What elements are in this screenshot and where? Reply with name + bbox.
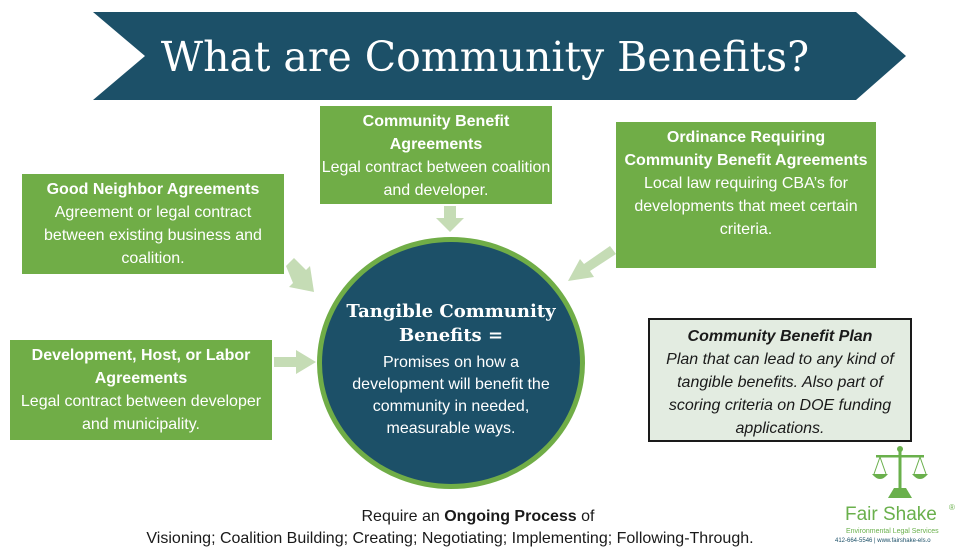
circle-title: Tangible Community Benefits = bbox=[346, 301, 556, 346]
logo-subtitle: Environmental Legal Services bbox=[846, 528, 939, 535]
box-development-agreements: Development, Host, or Labor Agreements L… bbox=[10, 340, 272, 440]
box-heading: Good Neighbor Agreements bbox=[46, 181, 260, 198]
scales-of-justice-icon bbox=[872, 446, 928, 498]
logo-name: Fair Shake bbox=[845, 504, 937, 525]
footer-suffix: of bbox=[576, 508, 595, 525]
page-title: What are Community Benefits? bbox=[160, 33, 810, 81]
box-body: Agreement or legal contract between exis… bbox=[44, 204, 262, 267]
box-heading: Community Benefit Agreements bbox=[362, 113, 510, 153]
box-body: Legal contract between developer and mun… bbox=[20, 393, 262, 433]
box-community-benefit-agreements: Community Benefit Agreements Legal contr… bbox=[320, 106, 552, 204]
title-banner bbox=[93, 12, 906, 100]
footer-line-1: Require an Ongoing Process of bbox=[0, 508, 956, 526]
box-heading: Ordinance Requiring Community Benefit Ag… bbox=[624, 129, 868, 169]
logo-registered-mark: ® bbox=[949, 503, 955, 512]
plan-body: Plan that can lead to any kind of tangib… bbox=[666, 351, 894, 437]
box-body: Legal contract between coalition and dev… bbox=[321, 159, 551, 199]
plan-heading: Community Benefit Plan bbox=[687, 328, 873, 345]
tangible-benefits-circle: Tangible Community Benefits = Promises o… bbox=[317, 237, 585, 489]
box-ordinance: Ordinance Requiring Community Benefit Ag… bbox=[616, 122, 876, 268]
footer-prefix: Require an bbox=[361, 508, 445, 525]
box-good-neighbor-agreements: Good Neighbor Agreements Agreement or le… bbox=[22, 174, 284, 274]
box-body: Local law requiring CBA’s for developmen… bbox=[634, 175, 858, 238]
box-heading: Development, Host, or Labor Agreements bbox=[31, 347, 251, 387]
logo-contact: 412-664-5546 | www.fairshake-els.o bbox=[835, 538, 931, 544]
circle-body: Promises on how a development will benef… bbox=[352, 354, 550, 437]
footer-line-2: Visioning; Coalition Building; Creating;… bbox=[146, 530, 754, 547]
arrow-cba bbox=[436, 206, 464, 232]
arrow-good-neighbor bbox=[286, 258, 314, 292]
arrow-ordinance bbox=[568, 246, 616, 281]
arrow-development bbox=[274, 350, 316, 374]
community-benefit-plan-box: Community Benefit Plan Plan that can lea… bbox=[648, 318, 912, 442]
footer-bold: Ongoing Process bbox=[444, 508, 577, 525]
